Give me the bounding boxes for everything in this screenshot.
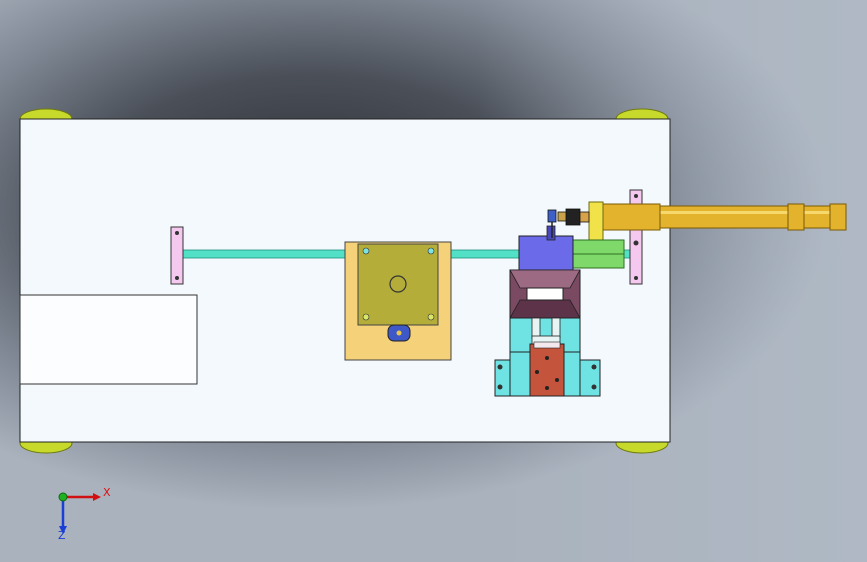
sensor-fitting[interactable] <box>547 208 590 238</box>
axis-z-label: Z <box>58 529 66 542</box>
blue-drive-block[interactable] <box>518 225 574 271</box>
red-slider[interactable] <box>529 341 565 397</box>
motor-shaft <box>389 275 407 293</box>
axis-y-dot <box>58 492 68 502</box>
hopper[interactable] <box>509 269 581 319</box>
left-rod-bracket[interactable] <box>170 226 184 285</box>
axis-triad <box>58 492 101 534</box>
gold-shaft-assembly[interactable] <box>588 201 847 245</box>
green-cylinder[interactable] <box>571 239 625 269</box>
hopper-opening <box>526 287 564 301</box>
motor-mount[interactable] <box>344 241 452 361</box>
axis-x-arrow-icon <box>93 493 101 501</box>
axis-z-arrow-icon <box>59 526 67 534</box>
control-box[interactable] <box>19 294 198 385</box>
axis-x-label: X <box>103 486 111 499</box>
